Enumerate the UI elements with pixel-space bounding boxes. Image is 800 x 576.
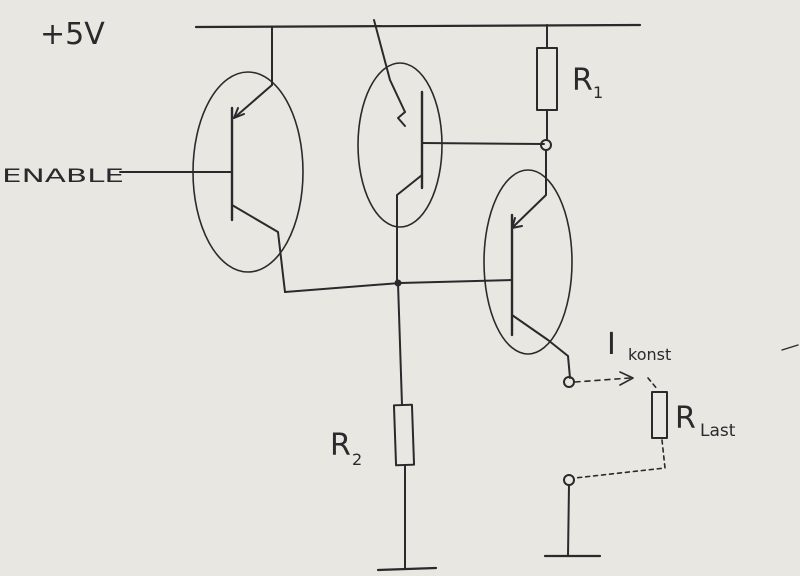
load-bottom-lead bbox=[574, 439, 666, 479]
supply-rail bbox=[194, 23, 642, 29]
resistor-r2 bbox=[376, 282, 438, 572]
stray-mark bbox=[781, 344, 799, 351]
rlast-label-sub: Last bbox=[700, 421, 736, 441]
r2-top-lead bbox=[397, 282, 403, 406]
q1-collector bbox=[231, 204, 286, 293]
q3-emitter bbox=[511, 149, 547, 229]
r2-body bbox=[392, 403, 416, 467]
q2-rail-lead bbox=[373, 19, 406, 113]
q2-emitter-arrow bbox=[397, 111, 406, 127]
ikonst-arrow-line bbox=[574, 377, 631, 383]
transistor-q1 bbox=[119, 26, 304, 293]
transistor-q2 bbox=[357, 19, 545, 283]
load-resistor bbox=[574, 377, 668, 479]
output-terminal-top bbox=[563, 376, 575, 388]
ikonst-arrow-head bbox=[619, 371, 634, 386]
q2-base-wire bbox=[421, 142, 545, 145]
ikonst-label-sub: konst bbox=[628, 345, 671, 364]
q1-emitter-arrow bbox=[233, 107, 245, 119]
ground-right-lead bbox=[567, 484, 570, 557]
transistor-q2-outline bbox=[357, 62, 443, 228]
resistor-r1 bbox=[536, 24, 558, 151]
r2-label-main: R bbox=[330, 428, 351, 463]
load-top-lead bbox=[647, 377, 659, 391]
r2-label-sub: 2 bbox=[352, 450, 362, 469]
r1-label-sub: 1 bbox=[593, 83, 603, 102]
transistor-q3-outline bbox=[483, 169, 573, 355]
q2-collector bbox=[396, 174, 423, 283]
q1-emitter bbox=[233, 84, 273, 119]
enable-label: ENABLE bbox=[2, 165, 124, 187]
r1-junction bbox=[540, 139, 552, 151]
ground-left bbox=[376, 566, 438, 572]
output-terminal-bottom bbox=[563, 474, 575, 486]
supply-label: +5V bbox=[40, 17, 105, 52]
rlast-label-main: R bbox=[675, 401, 696, 436]
r1-label-main: R bbox=[572, 63, 593, 98]
load-body bbox=[651, 391, 668, 439]
r1-body bbox=[536, 47, 558, 111]
ikonst-label-main: I bbox=[607, 327, 616, 362]
q3-collector bbox=[511, 314, 571, 379]
transistor-q3 bbox=[483, 149, 573, 379]
